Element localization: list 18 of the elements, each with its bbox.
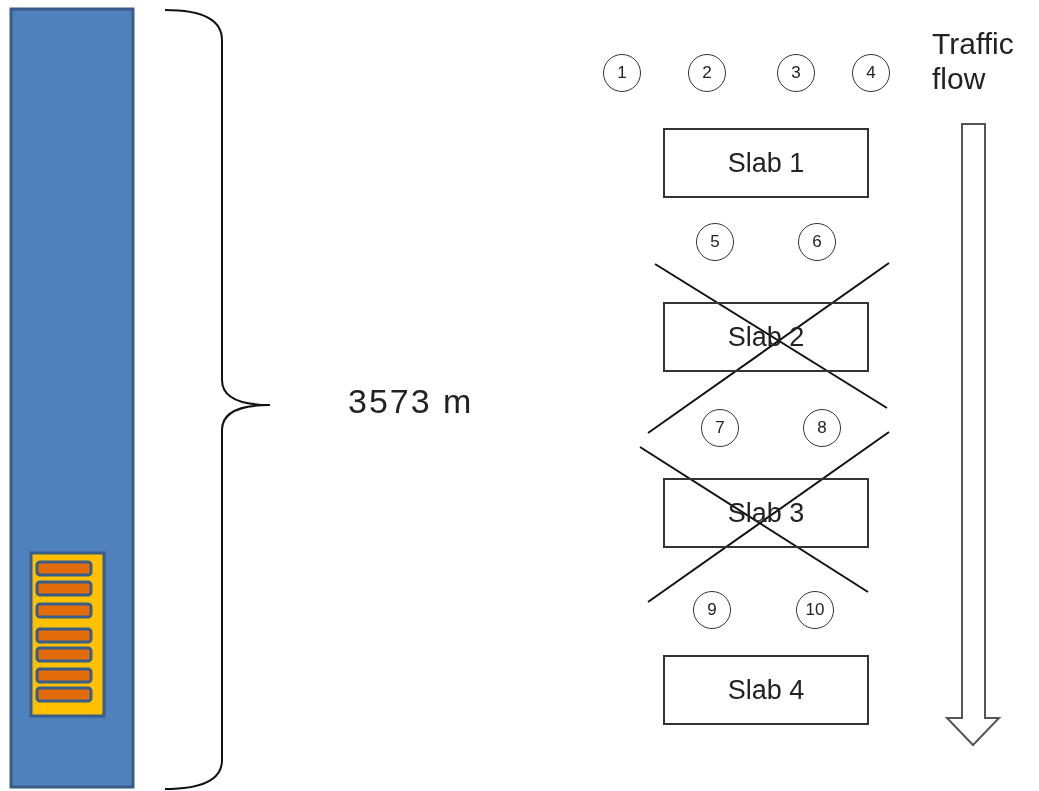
- slab-box: [663, 128, 869, 198]
- number-label: 9: [707, 600, 717, 620]
- dimension-label: 3573 m: [348, 382, 474, 421]
- slab-box: [663, 302, 869, 372]
- number-label: 1: [617, 63, 627, 83]
- slab-label: Slab 4: [727, 674, 805, 706]
- number-label: 3: [791, 63, 801, 83]
- slab-box: [663, 655, 869, 725]
- number-label: 2: [702, 63, 712, 83]
- slab-label: Slab 1: [727, 147, 805, 179]
- number-label: 4: [866, 63, 876, 83]
- number-label: 5: [710, 232, 720, 252]
- number-label: 7: [715, 418, 725, 438]
- number-label: 6: [812, 232, 822, 252]
- number-label: 8: [817, 418, 827, 438]
- direction-label: Traffic flow: [932, 26, 1015, 96]
- number-label: 10: [805, 600, 825, 620]
- slab-box: [663, 478, 869, 548]
